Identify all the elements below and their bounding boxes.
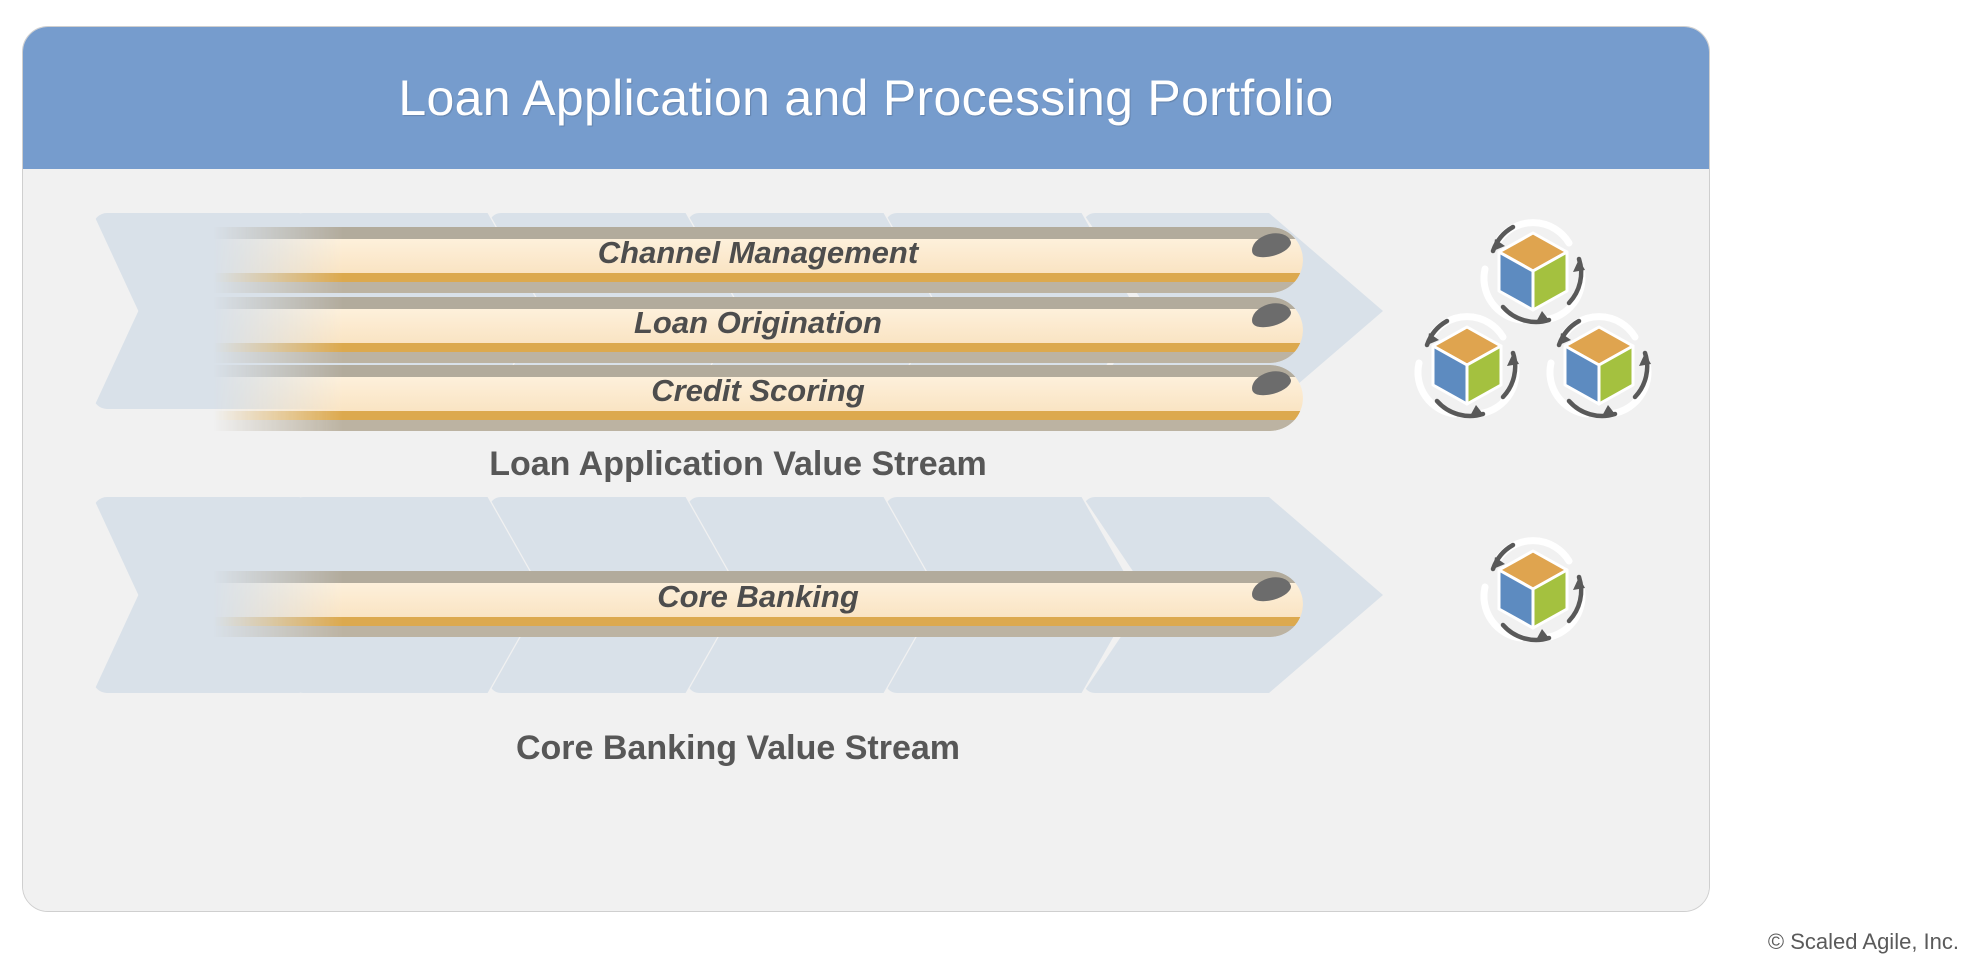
agile-release-train-cube-icon[interactable] bbox=[1469, 525, 1597, 653]
bar-shadow-edge bbox=[213, 626, 1303, 637]
bar-accent-stripe bbox=[213, 411, 1303, 420]
value-stream-chevron-row: Channel Management Loan Origination bbox=[93, 213, 1383, 431]
bar-shadow-edge bbox=[213, 420, 1303, 431]
solution-bar-body bbox=[213, 227, 1303, 293]
agile-release-train-cube-icon[interactable] bbox=[1469, 207, 1597, 335]
bar-face bbox=[213, 377, 1303, 411]
copyright-notice: © Scaled Agile, Inc. bbox=[1767, 929, 1959, 954]
bar-accent-stripe bbox=[213, 343, 1303, 352]
art-group-core-banking bbox=[1403, 525, 1663, 665]
art-group-loan-application bbox=[1403, 207, 1663, 437]
value-stream-caption: Core Banking Value Stream bbox=[515, 729, 961, 767]
solution-bar-body bbox=[213, 571, 1303, 637]
bar-face bbox=[213, 583, 1303, 617]
portfolio-card: Loan Application and Processing Portfoli… bbox=[22, 26, 1710, 912]
portfolio-header: Loan Application and Processing Portfoli… bbox=[23, 27, 1709, 169]
page-title: Loan Application and Processing Portfoli… bbox=[398, 70, 1334, 126]
solution-bar-body bbox=[213, 297, 1303, 363]
value-stream-loan-application: Channel Management Loan Origination bbox=[23, 213, 1709, 483]
solution-bar[interactable]: Credit Scoring bbox=[213, 365, 1303, 431]
solution-bar-body bbox=[213, 365, 1303, 431]
bar-top-edge bbox=[213, 227, 1303, 239]
bar-accent-stripe bbox=[213, 617, 1303, 626]
bar-face bbox=[213, 239, 1303, 273]
bar-top-edge bbox=[213, 297, 1303, 309]
bar-accent-stripe bbox=[213, 273, 1303, 282]
bar-top-edge bbox=[213, 571, 1303, 583]
bar-top-edge bbox=[213, 365, 1303, 377]
portfolio-body: Channel Management Loan Origination bbox=[23, 169, 1709, 911]
bar-face bbox=[213, 309, 1303, 343]
value-stream-caption: Loan Application Value Stream bbox=[489, 445, 987, 483]
solution-bar[interactable]: Loan Origination bbox=[213, 297, 1303, 363]
solution-bar[interactable]: Channel Management bbox=[213, 227, 1303, 293]
solution-bar[interactable]: Core Banking bbox=[213, 571, 1303, 637]
value-stream-chevron-row: Core Banking bbox=[93, 497, 1383, 693]
bar-shadow-edge bbox=[213, 282, 1303, 293]
agile-release-train-cube-icon[interactable] bbox=[1403, 301, 1531, 429]
bar-shadow-edge bbox=[213, 352, 1303, 363]
value-stream-core-banking: Core Banking Core Banking Value Stream bbox=[23, 497, 1709, 767]
agile-release-train-cube-icon[interactable] bbox=[1535, 301, 1663, 429]
